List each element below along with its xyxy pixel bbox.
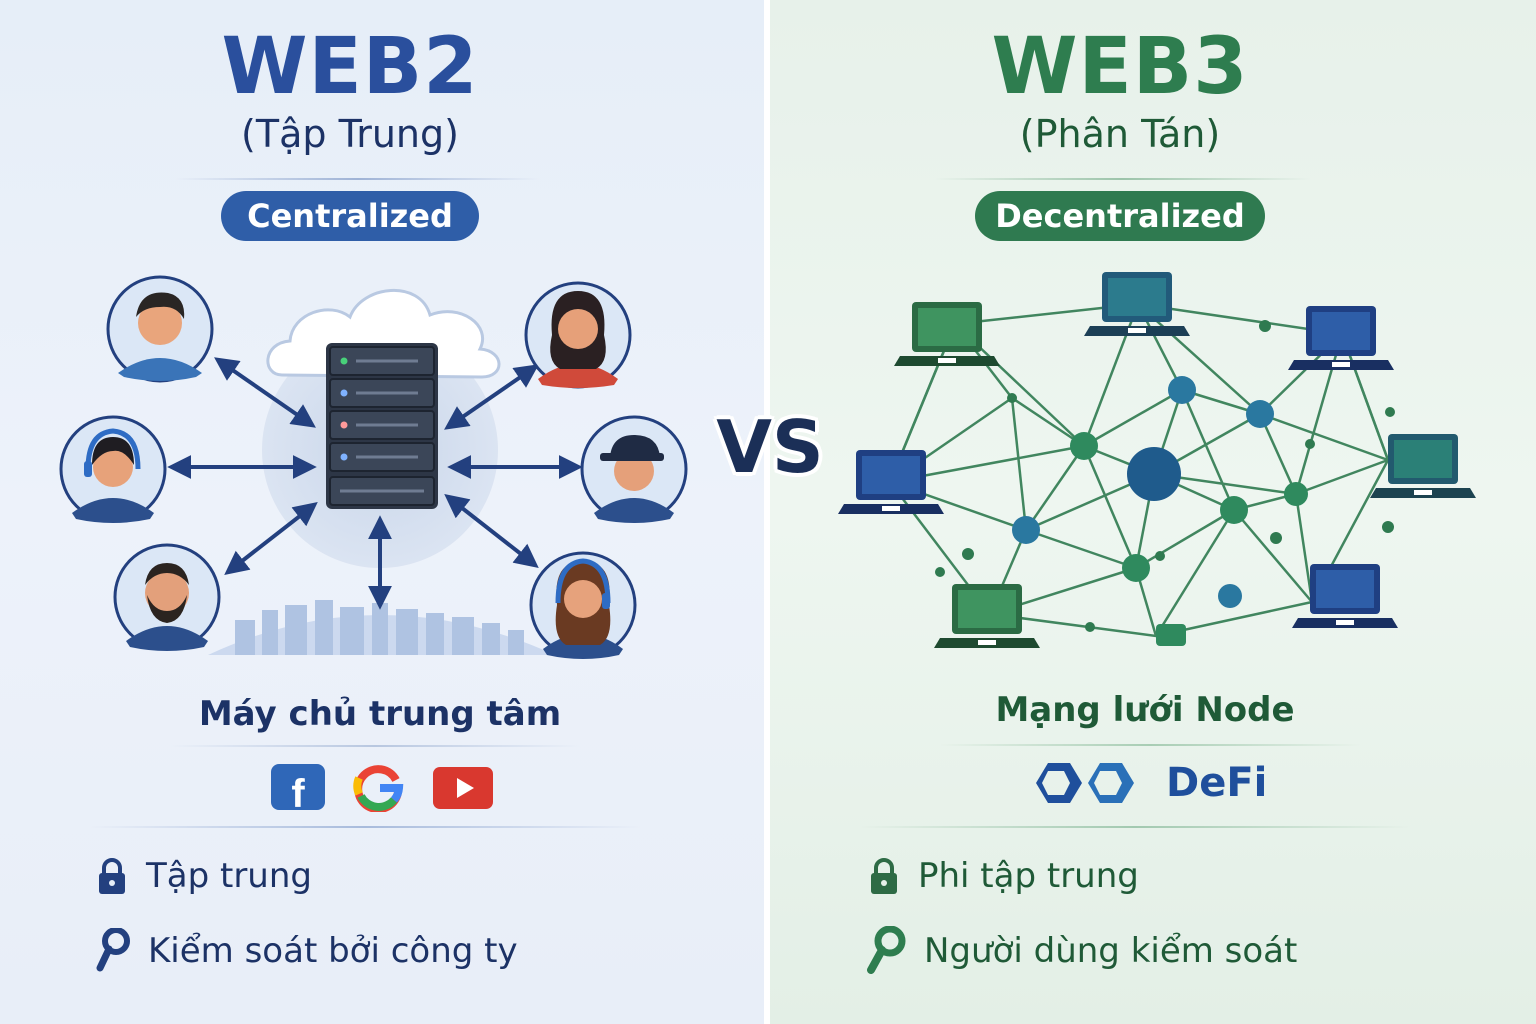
defi-label: DeFi xyxy=(1166,760,1267,806)
defi-logo-icon xyxy=(1032,757,1150,809)
web2-subtitle: (Tập Trung) xyxy=(180,112,520,156)
user-avatar-icon xyxy=(531,553,635,659)
city-skyline-icon xyxy=(208,600,555,655)
lock-icon xyxy=(96,856,128,896)
facebook-logo: f xyxy=(270,762,326,810)
centralized-server-diagram xyxy=(0,265,764,665)
laptop-node-icon xyxy=(1084,272,1190,336)
svg-text:f: f xyxy=(291,772,305,810)
decentralized-node-network xyxy=(770,262,1536,662)
laptop-node-icon xyxy=(838,450,944,514)
user-avatar-icon xyxy=(582,417,686,523)
laptop-node-icon xyxy=(934,584,1040,648)
web3-caption: Mạng lưới Node xyxy=(945,690,1345,730)
web3-feature-label: Phi tập trung xyxy=(918,856,1139,896)
web3-panel: WEB3 (Phân Tán) Decentralized xyxy=(770,0,1536,1024)
web2-centralized-badge: Centralized xyxy=(221,191,479,241)
user-avatar-icon xyxy=(526,283,630,388)
server-rack-icon xyxy=(326,343,438,509)
web2-feature-company-control: Kiểm soát bởi công ty xyxy=(96,928,518,974)
web3-caption-divider xyxy=(940,744,1360,746)
web2-feature-label: Tập trung xyxy=(146,856,312,896)
web2-caption-divider xyxy=(170,745,580,747)
youtube-logo xyxy=(432,766,494,810)
key-icon xyxy=(866,926,906,976)
web3-feature-user-control: Người dùng kiểm soát xyxy=(866,926,1297,976)
web2-feature-label: Kiểm soát bởi công ty xyxy=(148,931,518,971)
lock-icon xyxy=(868,856,900,896)
network-hub-node xyxy=(1012,376,1308,646)
laptop-node-icon xyxy=(894,302,1000,366)
defi-brand: DeFi xyxy=(1032,756,1267,810)
web3-feature-decentralized: Phi tập trung xyxy=(868,856,1139,896)
web2-feature-centralized: Tập trung xyxy=(96,856,312,896)
web2-app-logos: f xyxy=(270,762,500,812)
web2-features-divider xyxy=(90,826,640,828)
web3-subtitle: (Phân Tán) xyxy=(950,112,1290,156)
web2-panel: WEB2 (Tập Trung) Centralized xyxy=(0,0,764,1024)
web3-feature-label: Người dùng kiểm soát xyxy=(924,931,1297,971)
user-avatar-icon xyxy=(108,277,212,381)
laptop-node-icon xyxy=(1288,306,1394,370)
key-icon xyxy=(96,928,130,974)
web2-title-divider xyxy=(175,178,540,180)
web3-title: WEB3 xyxy=(960,22,1280,112)
web2-caption: Máy chủ trung tâm xyxy=(170,694,590,734)
web2-title: WEB2 xyxy=(190,22,510,112)
web3-features-divider xyxy=(860,826,1410,828)
vs-label: VS xyxy=(716,405,824,495)
user-avatar-icon xyxy=(115,545,219,651)
google-logo xyxy=(352,762,406,812)
user-avatar-icon xyxy=(61,417,165,523)
web3-decentralized-badge: Decentralized xyxy=(975,191,1265,241)
web3-title-divider xyxy=(935,178,1310,180)
